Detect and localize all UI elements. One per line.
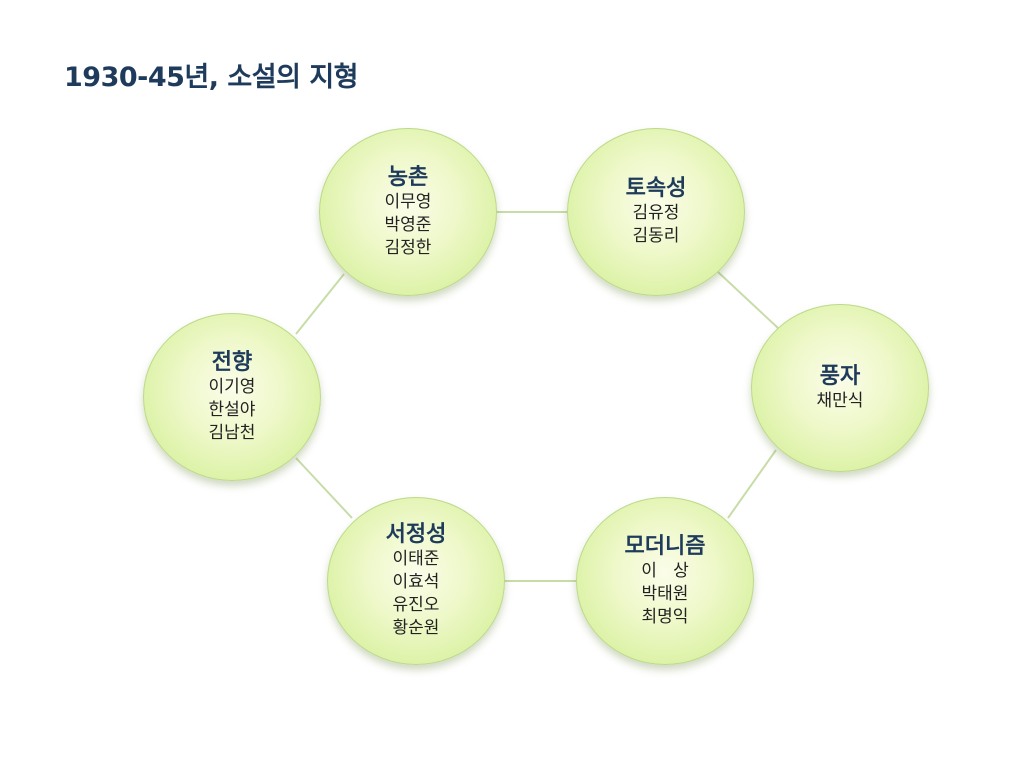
author-list: 김유정 김동리: [633, 202, 680, 248]
author-name: 최명익: [641, 606, 689, 627]
author-name: 김정한: [384, 237, 432, 258]
node-seojeongseong: 서정성 이태준 이효석 유진오 황순원: [327, 497, 505, 665]
node-title: 전향: [211, 349, 253, 375]
connector-pungja-modernism: [727, 449, 777, 519]
author-name: 이기영: [208, 376, 256, 397]
node-pungja: 풍자 채만식: [751, 304, 929, 472]
node-tosokseong: 토속성 김유정 김동리: [567, 128, 745, 296]
node-title: 서정성: [385, 522, 447, 547]
author-name: 이무영: [384, 191, 432, 212]
author-list: 이 상 박태원 최명익: [641, 560, 689, 629]
author-name: 박태원: [641, 583, 689, 604]
connector-jeonhyang-nongchon: [295, 273, 345, 335]
author-list: 채만식: [817, 390, 864, 413]
author-name: 김유정: [632, 203, 680, 223]
node-modernism: 모더니즘 이 상 박태원 최명익: [576, 497, 754, 665]
author-name: 이효석: [392, 572, 440, 592]
node-jeonhyang: 전향 이기영 한설야 김남천: [143, 313, 321, 481]
connector-seojeongseong-jeonhyang: [295, 457, 353, 519]
author-list: 이기영 한설야 김남천: [209, 376, 256, 445]
author-name: 이 상: [641, 560, 689, 581]
author-name: 황순원: [392, 618, 440, 638]
author-name: 김동리: [632, 226, 680, 246]
node-title: 농촌: [387, 164, 429, 190]
author-list: 이태준 이효석 유진오 황순원: [393, 548, 440, 640]
author-list: 이무영 박영준 김정한: [385, 191, 432, 260]
node-title: 풍자: [819, 363, 861, 389]
node-nongchon: 농촌 이무영 박영준 김정한: [319, 128, 497, 296]
author-name: 이태준: [392, 549, 440, 569]
node-title: 토속성: [625, 176, 687, 201]
author-name: 박영준: [384, 214, 432, 235]
node-title: 모더니즘: [624, 533, 706, 559]
connector-tosokseong-pungja: [717, 271, 779, 329]
author-name: 한설야: [208, 399, 256, 420]
page-title: 1930-45년, 소설의 지형: [64, 62, 359, 93]
author-name: 김남천: [208, 422, 256, 443]
author-name: 채만식: [816, 390, 864, 411]
author-name: 유진오: [392, 595, 440, 615]
